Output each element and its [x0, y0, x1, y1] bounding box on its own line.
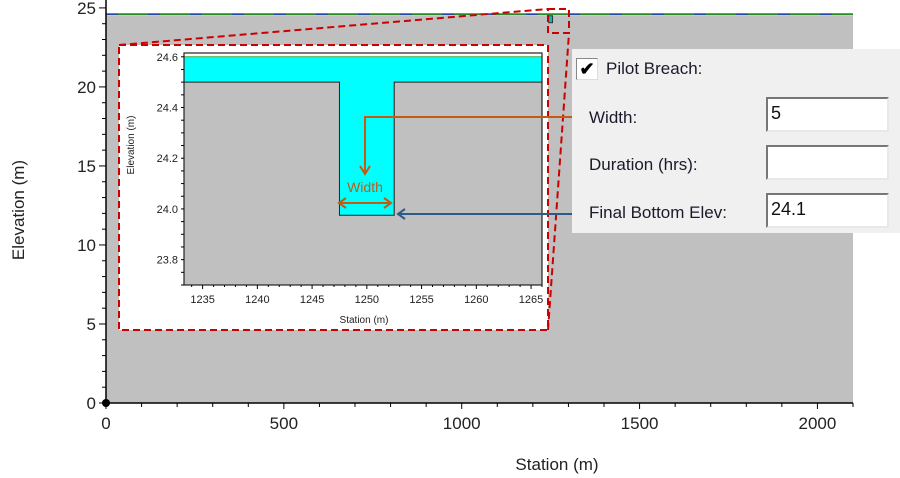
inset-callout-box: [118, 44, 549, 331]
duration-label: Duration (hrs):: [589, 155, 698, 174]
inset-x-tick-label: 1260: [464, 294, 488, 306]
pilot-breach-label: Pilot Breach:: [606, 59, 703, 78]
inset-y-tick-label: 24.2: [157, 153, 178, 165]
callout-connector-bottom: [547, 32, 570, 331]
inset-y-tick-label: 24.4: [157, 103, 178, 115]
width-leader-arrow: [364, 116, 589, 172]
breach-notch: [548, 15, 554, 24]
x-tick-label: 1500: [621, 414, 659, 433]
inset-x-tick-label: 1265: [519, 294, 543, 306]
x-tick-label: 500: [270, 414, 298, 433]
y-tick-label: 10: [77, 236, 96, 255]
x-tick-label: 1000: [443, 414, 481, 433]
inset-y-tick-label: 24.0: [157, 204, 178, 216]
inset-x-tick-label: 1235: [190, 294, 214, 306]
final-bottom-elev-label: Final Bottom Elev:: [589, 203, 727, 222]
callout-connector-top: [118, 8, 549, 46]
width-input[interactable]: 5: [766, 97, 889, 132]
y-tick-label: 25: [77, 0, 96, 18]
pilot-breach-panel: ✔ Pilot Breach: Width: 5 Duration (hrs):…: [572, 49, 900, 233]
main-y-axis-label: Elevation (m): [9, 160, 28, 260]
final-bottom-elev-input[interactable]: 24.1: [766, 193, 889, 228]
width-annotation: Width: [347, 179, 383, 195]
inset-y-tick-label: 24.6: [157, 52, 178, 64]
inset-y-tick-label: 23.8: [157, 255, 178, 267]
x-tick-label: 0: [101, 414, 110, 433]
pilot-breach-checkbox[interactable]: ✔: [576, 58, 598, 80]
inset-x-tick-label: 1245: [300, 294, 324, 306]
main-x-axis-label: Station (m): [515, 455, 598, 474]
width-label: Width:: [589, 108, 638, 127]
final-elev-arrowhead: [396, 208, 406, 220]
y-tick-label: 5: [87, 315, 96, 334]
inset-x-tick-label: 1250: [355, 294, 379, 306]
inset-y-axis-label: Elevation (m): [126, 116, 137, 175]
width-leader-arrowhead: [359, 165, 371, 176]
y-tick-label: 15: [77, 157, 96, 176]
duration-input[interactable]: [766, 145, 889, 180]
inset-x-tick-label: 1255: [409, 294, 433, 306]
breach-callout-box: [547, 8, 570, 34]
x-tick-label: 2000: [799, 414, 837, 433]
inset-x-axis-label: Station (m): [340, 315, 389, 326]
inset-x-tick-label: 1240: [245, 294, 269, 306]
width-dimension-arrowheads: [337, 197, 393, 209]
y-tick-label: 20: [77, 78, 96, 97]
y-tick-label: 0: [87, 394, 96, 413]
inset-plot-frame: [183, 52, 543, 286]
